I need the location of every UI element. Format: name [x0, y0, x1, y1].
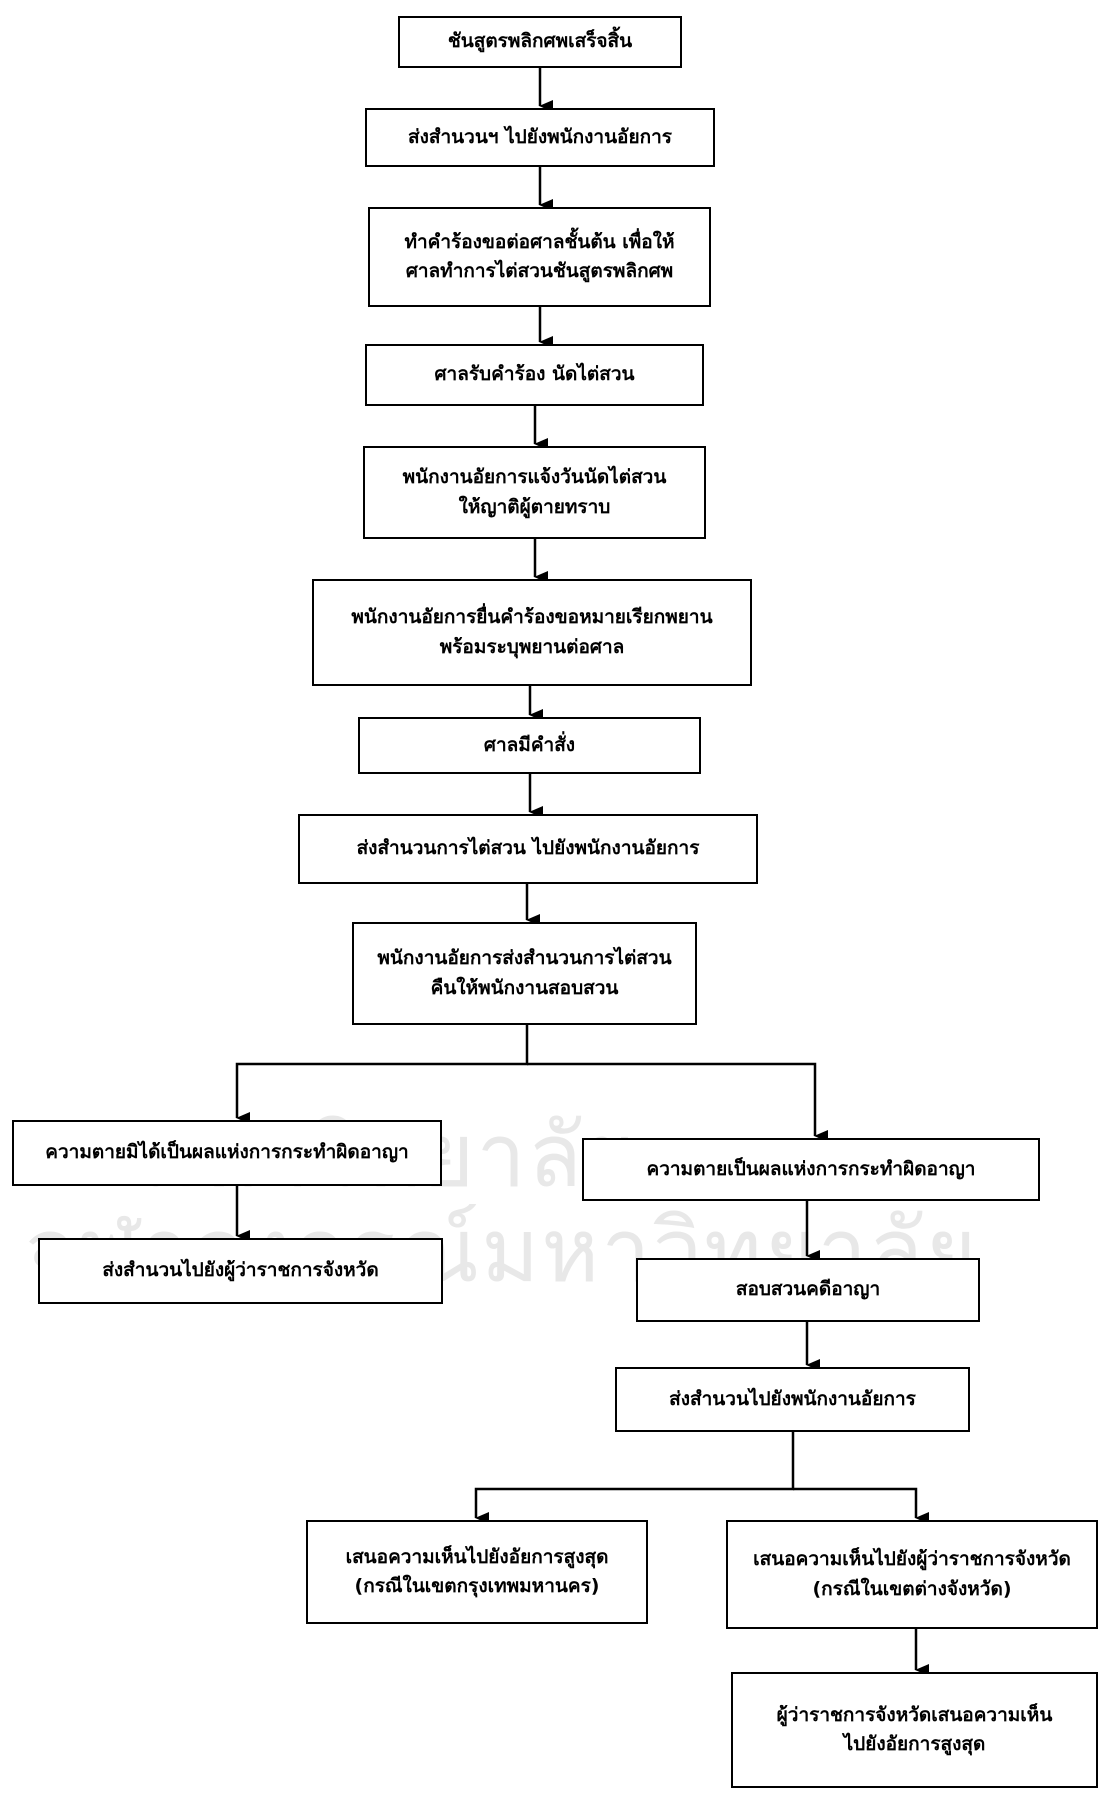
arrow-n14-n15 [474, 1430, 795, 1524]
node-text: สอบสวนคดีอาญา [735, 1278, 881, 1301]
node-text-line-2: ให้ญาติผู้ตายทราบ [458, 495, 611, 518]
node-send-file-to-prosecutor: ส่งสำนวนฯ ไปยังพนักงานอัยการ [365, 108, 715, 167]
node-text: ความตายมิได้เป็นผลแห่งการกระทำผิดอาญา [45, 1141, 409, 1164]
node-text-line-1: พนักงานอัยการแจ้งวันนัดไต่สวน [402, 466, 667, 489]
node-text-line-1: พนักงานอัยการส่งสำนวนการไต่สวน [377, 947, 672, 970]
node-summon-witnesses: พนักงานอัยการยื่นคำร้องขอหมายเรียกพยาน พ… [312, 579, 752, 686]
node-send-inquest-file: ส่งสำนวนการไต่สวน ไปยังพนักงานอัยการ [298, 814, 758, 884]
arrow-n9-n12 [527, 1062, 828, 1142]
node-text-line-2: พร้อมระบุพยานต่อศาล [439, 635, 625, 658]
node-text-line-2: คืนให้พนักงานสอบสวน [430, 976, 619, 999]
node-return-to-investigator: พนักงานอัยการส่งสำนวนการไต่สวน คืนให้พนั… [352, 922, 697, 1025]
node-send-to-prosecutor: ส่งสำนวนไปยังพนักงานอัยการ [615, 1367, 970, 1432]
node-text: ชันสูตรพลิกศพเสร็จสิ้น [447, 30, 633, 53]
node-text: ส่งสำนวนไปยังผู้ว่าราชการจังหวัด [102, 1259, 379, 1282]
node-court-order: ศาลมีคำสั่ง [358, 717, 701, 774]
node-opinion-governor: เสนอความเห็นไปยังผู้ว่าราชการจังหวัด (กร… [726, 1520, 1098, 1629]
node-notify-relatives: พนักงานอัยการแจ้งวันนัดไต่สวน ให้ญาติผู้… [363, 446, 706, 539]
node-text-line-2: (กรณีในเขตกรุงเทพมหานคร) [354, 1575, 600, 1597]
node-text-line-1: พนักงานอัยการยื่นคำร้องขอหมายเรียกพยาน [351, 606, 713, 629]
node-text: ศาลมีคำสั่ง [483, 733, 576, 756]
node-text: ศาลรับคำร้อง นัดไต่สวน [434, 363, 635, 386]
node-autopsy-complete: ชันสูตรพลิกศพเสร็จสิ้น [398, 16, 682, 68]
node-petition-court: ทำคำร้องขอต่อศาลชั้นต้น เพื่อให้ ศาลทำกา… [368, 207, 711, 307]
node-death-not-crime: ความตายมิได้เป็นผลแห่งการกระทำผิดอาญา [12, 1120, 442, 1186]
node-send-to-governor: ส่งสำนวนไปยังผู้ว่าราชการจังหวัด [38, 1238, 443, 1304]
node-text: ส่งสำนวนไปยังพนักงานอัยการ [669, 1387, 916, 1410]
node-text: ความตายเป็นผลแห่งการกระทำผิดอาญา [646, 1157, 976, 1180]
node-text: ส่งสำนวนฯ ไปยังพนักงานอัยการ [408, 125, 672, 148]
arrow-n14-n16 [793, 1487, 929, 1524]
node-text: ส่งสำนวนการไต่สวน ไปยังพนักงานอัยการ [356, 837, 700, 860]
node-text-line-2: ศาลทำการไต่สวนชันสูตรพลิกศพ [405, 260, 674, 282]
node-text-line-2: ไปยังอัยการสูงสุด [843, 1733, 986, 1755]
node-text-line-1: ผู้ว่าราชการจังหวัดเสนอความเห็น [776, 1703, 1053, 1726]
arrow-n9-n10 [235, 1023, 529, 1124]
node-opinion-attorney-general: เสนอความเห็นไปยังอัยการสูงสุด (กรณีในเขต… [306, 1520, 648, 1624]
node-text-line-1: ทำคำร้องขอต่อศาลชั้นต้น เพื่อให้ [404, 230, 675, 253]
node-criminal-investigation: สอบสวนคดีอาญา [636, 1258, 980, 1322]
node-governor-to-attorney-general: ผู้ว่าราชการจังหวัดเสนอความเห็น ไปยังอัย… [731, 1672, 1098, 1788]
node-text-line-1: เสนอความเห็นไปยังอัยการสูงสุด [345, 1545, 609, 1568]
node-text-line-1: เสนอความเห็นไปยังผู้ว่าราชการจังหวัด [753, 1548, 1071, 1571]
node-court-accepts-petition: ศาลรับคำร้อง นัดไต่สวน [365, 344, 704, 406]
node-death-is-crime: ความตายเป็นผลแห่งการกระทำผิดอาญา [582, 1138, 1040, 1201]
node-text-line-2: (กรณีในเขตต่างจังหวัด) [812, 1577, 1012, 1600]
